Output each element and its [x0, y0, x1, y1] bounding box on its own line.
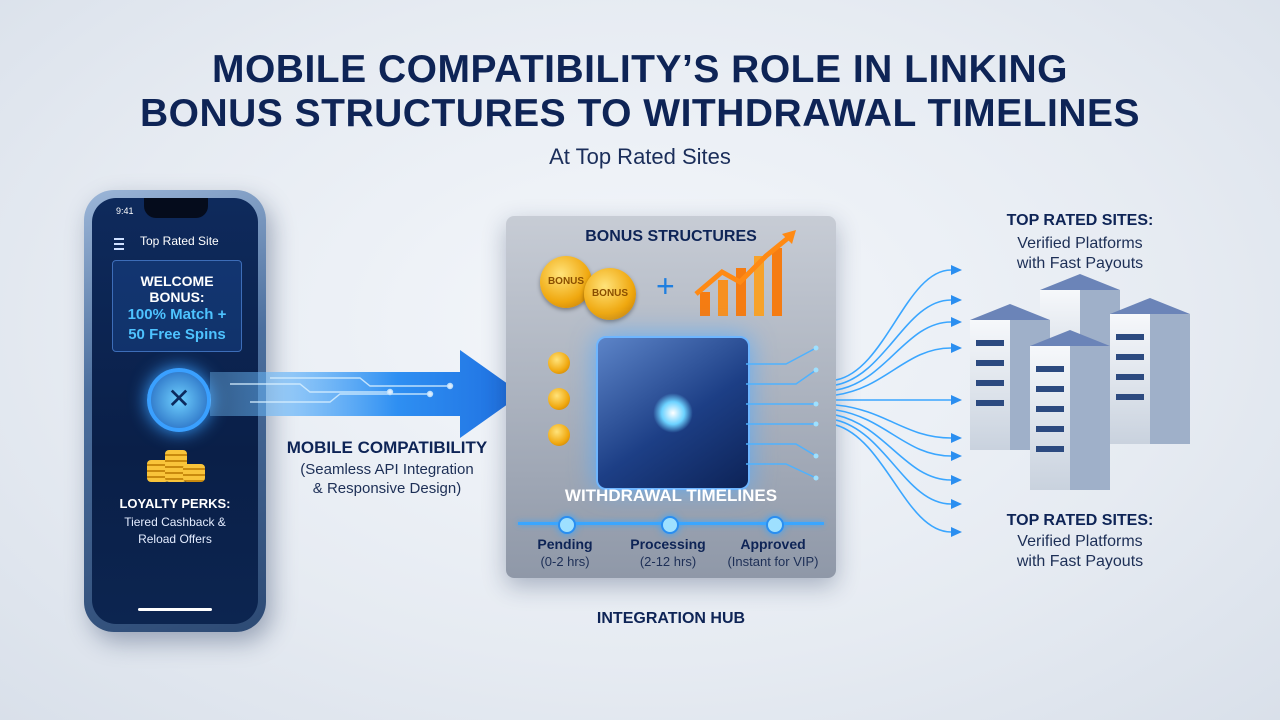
welcome-bonus-line-1: 100% Match + — [127, 306, 227, 323]
step-time-approved: (Instant for VIP) — [727, 554, 819, 569]
timeline-dot-processing — [661, 516, 679, 534]
welcome-bonus-card[interactable]: WELCOME BONUS: 100% Match + 50 Free Spin… — [112, 260, 242, 352]
phone-site-name: Top Rated Site — [140, 234, 219, 248]
loyalty-heading: LOYALTY PERKS: — [119, 496, 231, 511]
step-label-pending: Pending — [537, 536, 593, 552]
bonus-coin-icon: BONUS — [584, 268, 636, 320]
server-rack-icon — [970, 274, 1190, 490]
cube-core-glow — [653, 393, 693, 433]
small-coin-icon — [548, 424, 570, 446]
bonus-coin-text: BONUS — [591, 288, 629, 299]
mobile-compatibility-sub-line-1: (Seamless API Integration — [300, 461, 474, 478]
title-line-2: BONUS STRUCTURES TO WITHDRAWAL TIMELINES — [139, 92, 1141, 135]
plus-icon: + — [656, 268, 675, 304]
small-coin-icon — [548, 352, 570, 374]
menu-icon[interactable] — [114, 238, 124, 250]
step-label-approved: Approved — [740, 536, 806, 552]
growth-chart-icon — [694, 230, 796, 316]
sites-heading-top: TOP RATED SITES: — [1006, 212, 1154, 229]
loyalty-line-2: Reload Offers — [138, 532, 212, 546]
mobile-compatibility-sub-line-2: & Responsive Design) — [312, 480, 462, 497]
sites-top-line-2: with Fast Payouts — [1016, 255, 1144, 272]
mobile-compatibility-arrow — [210, 350, 522, 438]
sites-top-line-1: Verified Platforms — [1017, 235, 1143, 252]
step-time-processing: (2-12 hrs) — [639, 554, 697, 569]
bonus-coin-icon: BONUS — [540, 256, 592, 308]
bonus-coin-text: BONUS — [547, 276, 585, 287]
small-coin-icon — [548, 388, 570, 410]
bonus-structures-title: BONUS STRUCTURES — [585, 228, 757, 245]
mobile-compatibility-label: MOBILE COMPATIBILITY — [286, 438, 488, 457]
prize-wheel-icon — [147, 368, 211, 432]
withdrawal-timelines-title: WITHDRAWAL TIMELINES — [564, 486, 778, 505]
sites-bottom-line-1: Verified Platforms — [1017, 533, 1143, 550]
sites-bottom-line-2: with Fast Payouts — [1016, 553, 1144, 570]
timeline-dot-approved — [766, 516, 784, 534]
status-time: 9:41 — [116, 206, 134, 216]
step-time-pending: (0-2 hrs) — [540, 554, 590, 569]
phone-notch — [144, 198, 208, 218]
integration-hub-panel: BONUS STRUCTURES BONUS BONUS + WITHDRAWA… — [506, 216, 836, 578]
welcome-bonus-heading: WELCOME BONUS: — [140, 273, 214, 305]
payout-connection-lines — [836, 265, 962, 537]
integration-cube-icon — [596, 336, 750, 490]
mobile-compatibility-sub: (Seamless API Integration & Responsive D… — [272, 460, 502, 498]
sites-body-bottom: Verified Platforms with Fast Payouts — [960, 532, 1200, 572]
integration-hub-caption: INTEGRATION HUB — [596, 610, 746, 627]
title-line-1: MOBILE COMPATIBILITY’S ROLE IN LINKING — [211, 48, 1069, 91]
loyalty-line-1: Tiered Cashback & — [124, 515, 226, 529]
coin-stack-icon — [147, 448, 205, 482]
subtitle: At Top Rated Sites — [549, 144, 731, 169]
circuit-lines-right — [746, 345, 819, 481]
sites-body-top: Verified Platforms with Fast Payouts — [960, 234, 1200, 274]
home-indicator[interactable] — [138, 608, 212, 611]
sites-heading-bottom: TOP RATED SITES: — [1006, 512, 1154, 529]
timeline-dot-pending — [558, 516, 576, 534]
loyalty-body: Tiered Cashback & Reload Offers — [102, 514, 248, 548]
welcome-bonus-line-2: 50 Free Spins — [128, 326, 226, 343]
step-label-processing: Processing — [630, 536, 706, 552]
